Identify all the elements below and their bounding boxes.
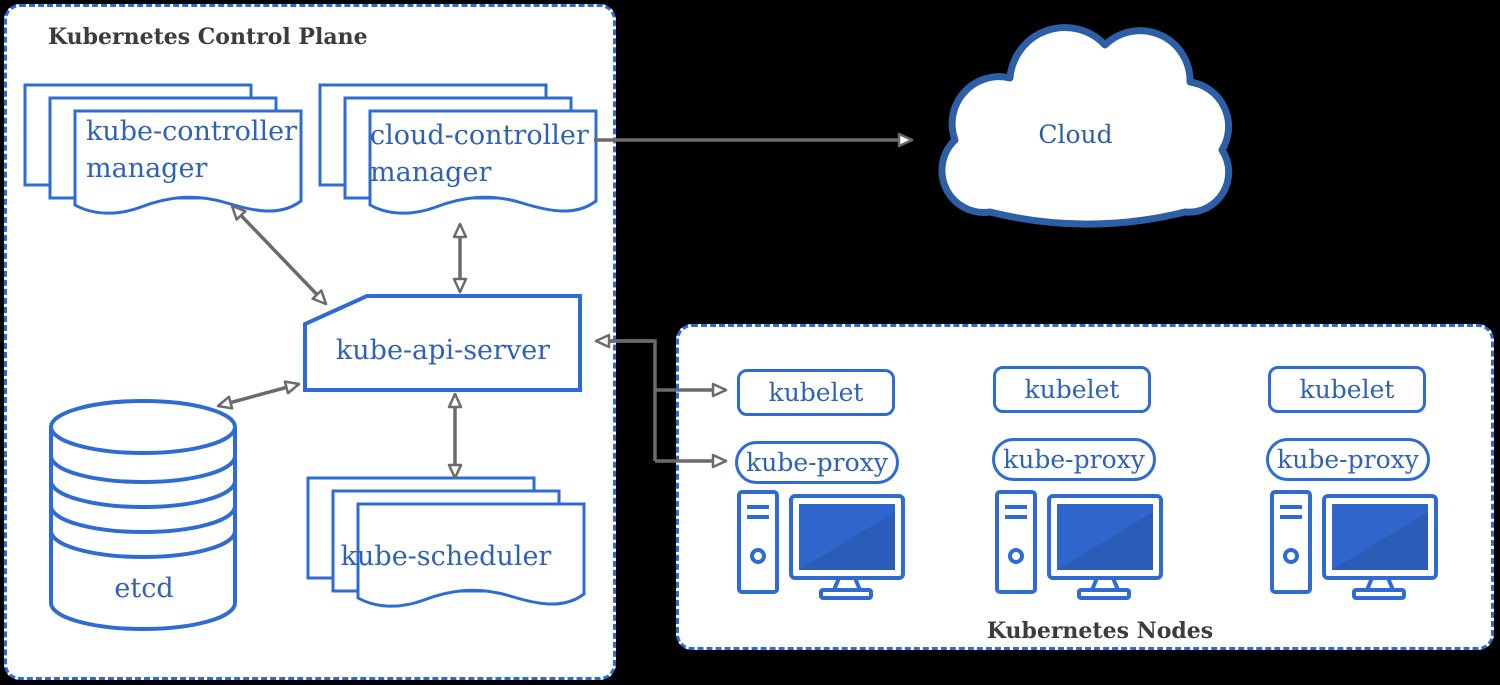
cloud-label: Cloud — [1038, 120, 1113, 149]
control-plane-title: Kubernetes Control Plane — [48, 24, 368, 50]
node-1-kubelet: kubelet — [737, 369, 895, 416]
kube-api-server-label: kube-api-server — [335, 335, 551, 366]
kube-scheduler-label: kube-scheduler — [340, 541, 552, 572]
node-2-kube-proxy: kube-proxy — [992, 438, 1156, 481]
node-2-kubelet: kubelet — [993, 366, 1151, 413]
node-1-kube-proxy: kube-proxy — [735, 441, 899, 484]
cloud-controller-manager-label: cloud-controller manager — [370, 120, 589, 188]
etcd-label: etcd — [114, 573, 174, 604]
node-3-kubelet: kubelet — [1268, 366, 1426, 413]
node-3-kube-proxy: kube-proxy — [1266, 438, 1430, 481]
nodes-title: Kubernetes Nodes — [986, 618, 1214, 644]
kube-controller-manager-label: kube-controller manager — [86, 116, 298, 184]
